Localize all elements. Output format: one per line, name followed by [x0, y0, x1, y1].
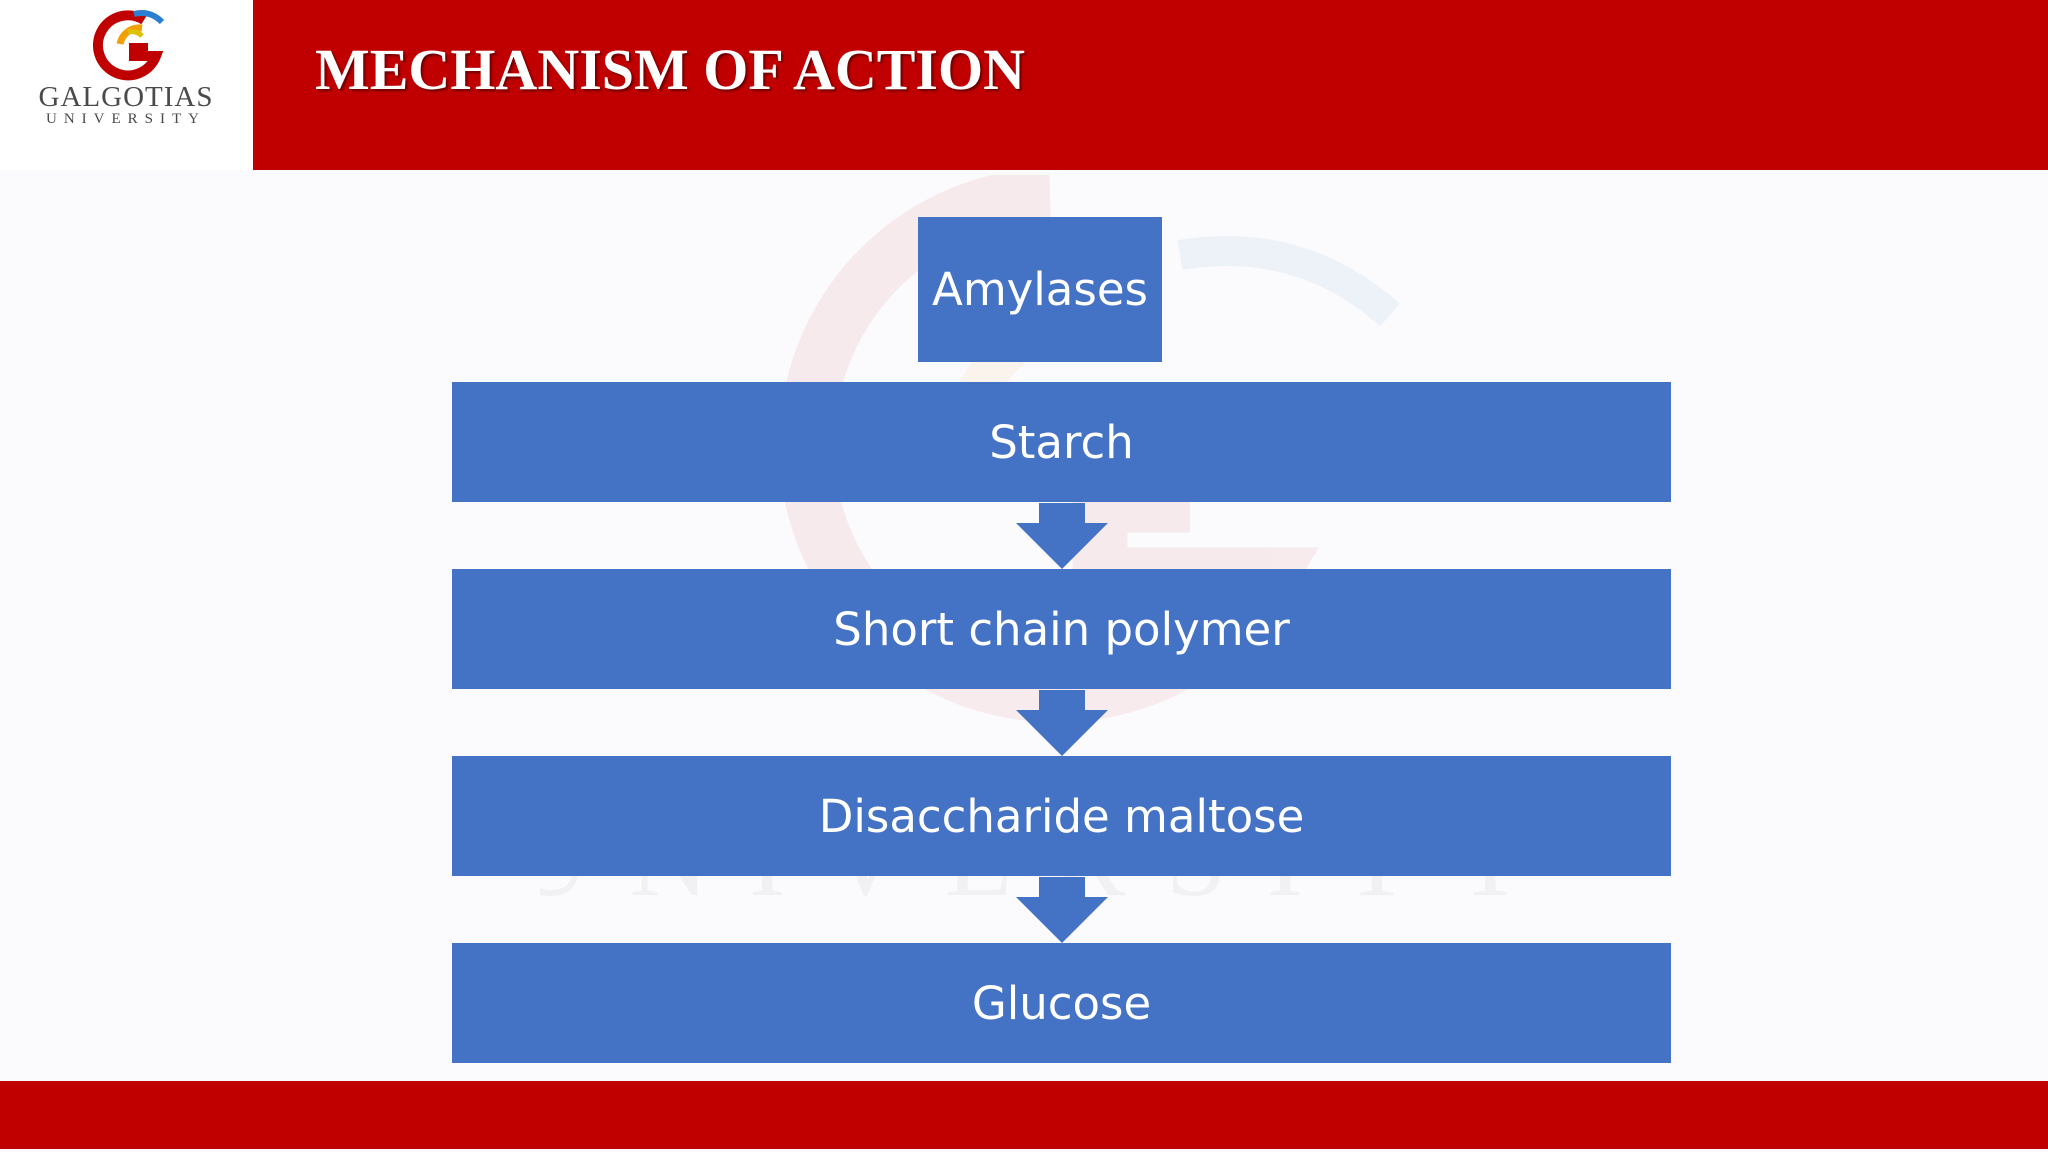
- enzyme-box: Amylases: [918, 217, 1162, 362]
- step-box-disaccharide-maltose: Disaccharide maltose: [452, 756, 1671, 876]
- down-arrow-icon: [1016, 690, 1108, 756]
- logo-subtitle: UNIVERSITY: [46, 111, 206, 127]
- step-box-glucose: Glucose: [452, 943, 1671, 1063]
- step-label: Starch: [989, 415, 1134, 469]
- down-arrow-icon: [1016, 503, 1108, 569]
- down-arrow-icon: [1016, 877, 1108, 943]
- logo-name: GALGOTIAS: [38, 81, 214, 113]
- step-label: Short chain polymer: [833, 602, 1290, 656]
- galgotias-logo-icon: [92, 10, 165, 81]
- step-box-short-chain-polymer: Short chain polymer: [452, 569, 1671, 689]
- enzyme-label: Amylases: [932, 263, 1148, 316]
- step-label: Disaccharide maltose: [818, 789, 1305, 843]
- footer-bar: [0, 1081, 2048, 1149]
- step-label: Glucose: [971, 976, 1152, 1030]
- logo: GALGOTIAS UNIVERSITY: [0, 0, 252, 170]
- header-bar: [253, 0, 2048, 170]
- slide-title: MECHANISM OF ACTION: [315, 37, 1025, 102]
- step-box-starch: Starch: [452, 382, 1671, 502]
